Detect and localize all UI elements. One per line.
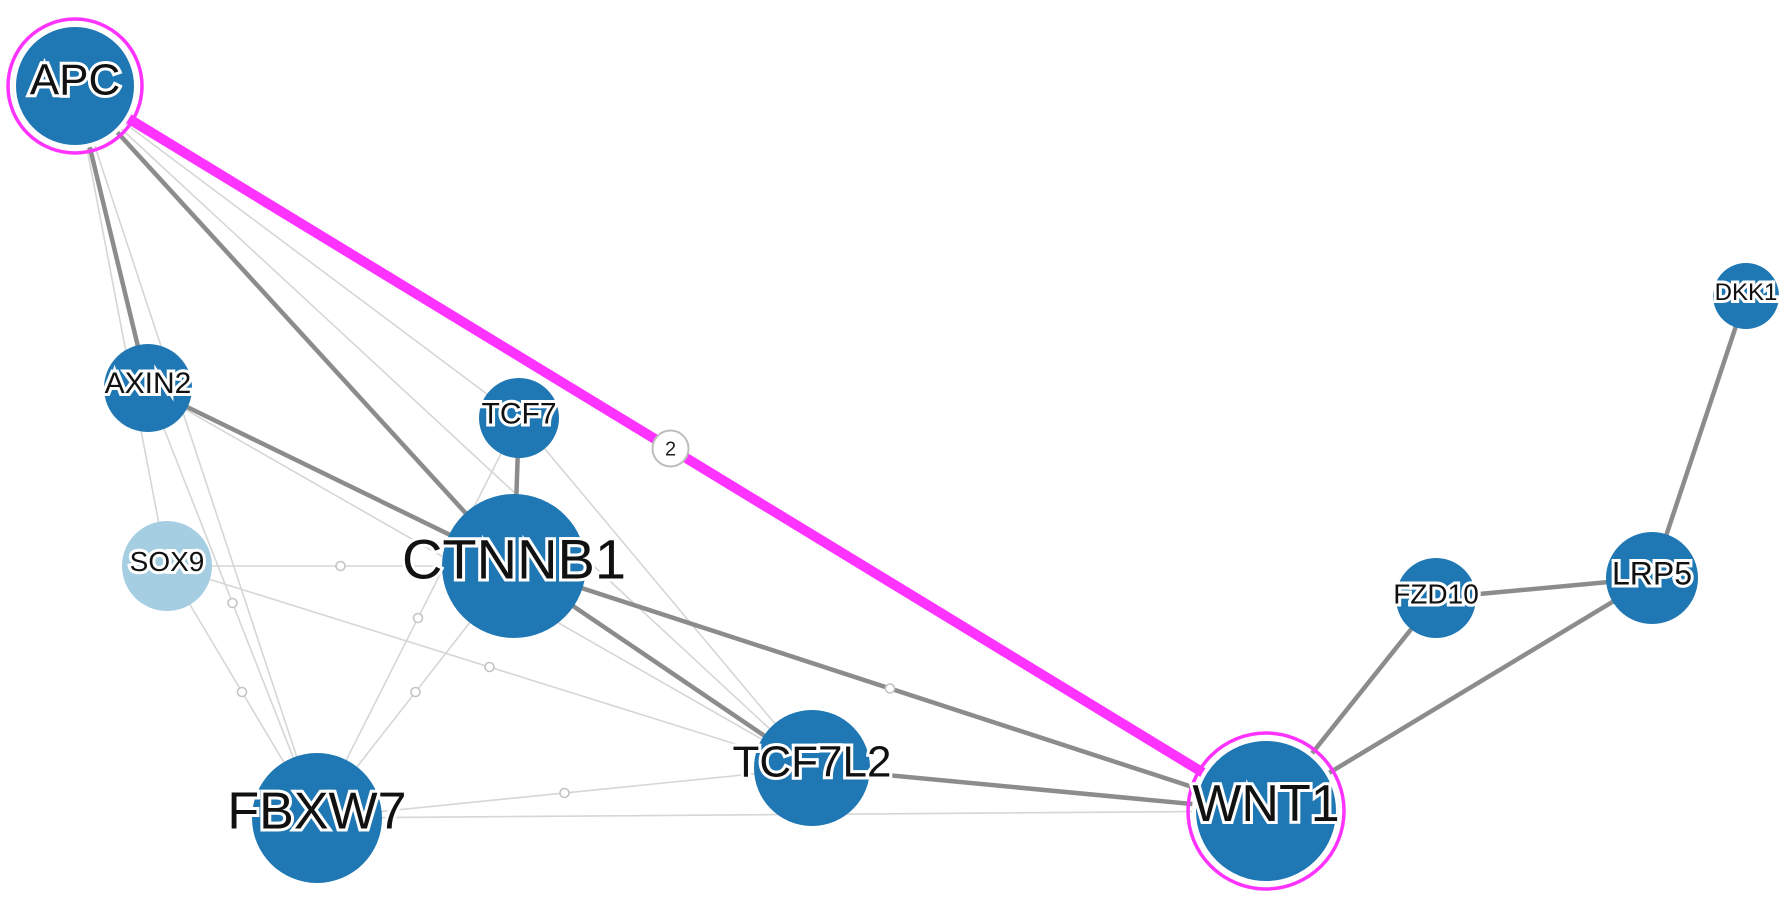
node-label-fbxw7: FBXW7 <box>227 783 406 841</box>
node-label-ctnnb1: CTNNB1 <box>402 527 626 590</box>
edge-count-badge: 2 <box>651 429 690 468</box>
edge-midpoint-marker <box>559 787 570 799</box>
edge-apc-tcf7[interactable] <box>74 85 520 419</box>
node-apc[interactable] <box>6 17 144 155</box>
edge-midpoint-marker <box>236 686 248 698</box>
node-label-fzd10: FZD10 <box>1393 579 1479 610</box>
node-label-tcf7l2: TCF7L2 <box>733 738 892 787</box>
node-sox9[interactable] <box>122 521 212 611</box>
node-highlight-ring <box>1186 731 1346 891</box>
edges-layer <box>70 81 1749 819</box>
node-label-lrp5: LRP5 <box>1612 555 1692 591</box>
node-circle[interactable] <box>122 521 212 611</box>
edge-tcf7-tcf7l2[interactable] <box>518 417 813 769</box>
edge-midpoint-marker <box>484 661 495 673</box>
edge-apc-ctnnb1[interactable] <box>72 83 517 569</box>
node-label-axin2: AXIN2 <box>105 367 192 400</box>
node-circle[interactable] <box>1192 737 1340 885</box>
node-lrp5[interactable] <box>1606 532 1698 624</box>
node-wnt1[interactable] <box>1186 731 1346 891</box>
node-fbxw7[interactable] <box>252 753 382 883</box>
edge-apc-tcf7l2[interactable] <box>74 85 813 769</box>
node-ctnnb1[interactable] <box>442 494 586 638</box>
edge-tcf7l2-wnt1[interactable] <box>809 765 1269 814</box>
edge-midpoint-marker <box>410 686 421 698</box>
node-highlight-ring <box>6 17 144 155</box>
node-fzd10[interactable] <box>1396 558 1476 638</box>
node-circle[interactable] <box>1606 532 1698 624</box>
node-circle[interactable] <box>12 23 138 149</box>
edge-apc-fbxw7[interactable] <box>74 85 318 819</box>
node-tcf7[interactable] <box>479 378 559 458</box>
node-circle[interactable] <box>442 494 586 638</box>
edge-midpoint-marker <box>412 612 424 624</box>
nodes-layer <box>6 17 1779 891</box>
edge-wnt1-lrp5[interactable] <box>1263 575 1655 814</box>
badges-layer: 2 <box>651 429 690 468</box>
node-circle[interactable] <box>1713 263 1779 329</box>
edge-midpoint-marker <box>227 597 238 609</box>
node-circle[interactable] <box>754 710 870 826</box>
edge-midpoint-marker <box>335 560 346 572</box>
node-label-tcf7: TCF7 <box>482 398 557 431</box>
edge-count-badge-label: 2 <box>665 439 676 461</box>
node-tcf7l2[interactable] <box>754 710 870 826</box>
node-label-apc: APC <box>30 55 120 104</box>
node-label-wnt1: WNT1 <box>1192 775 1339 833</box>
edge-apc-sox9[interactable] <box>74 85 168 567</box>
node-circle[interactable] <box>252 753 382 883</box>
edge-lrp5-dkk1[interactable] <box>1649 293 1749 581</box>
node-circle[interactable] <box>104 344 192 432</box>
node-circle[interactable] <box>479 378 559 458</box>
node-label-sox9: SOX9 <box>130 546 205 577</box>
node-label-dkk1: DKK1 <box>1715 279 1778 306</box>
edge-midpoints-layer <box>227 560 896 799</box>
node-dkk1[interactable] <box>1713 263 1779 329</box>
edge-count-badge-circle <box>651 429 690 468</box>
edge-midpoint-marker <box>884 683 896 694</box>
node-circle[interactable] <box>1396 558 1476 638</box>
node-axin2[interactable] <box>104 344 192 432</box>
